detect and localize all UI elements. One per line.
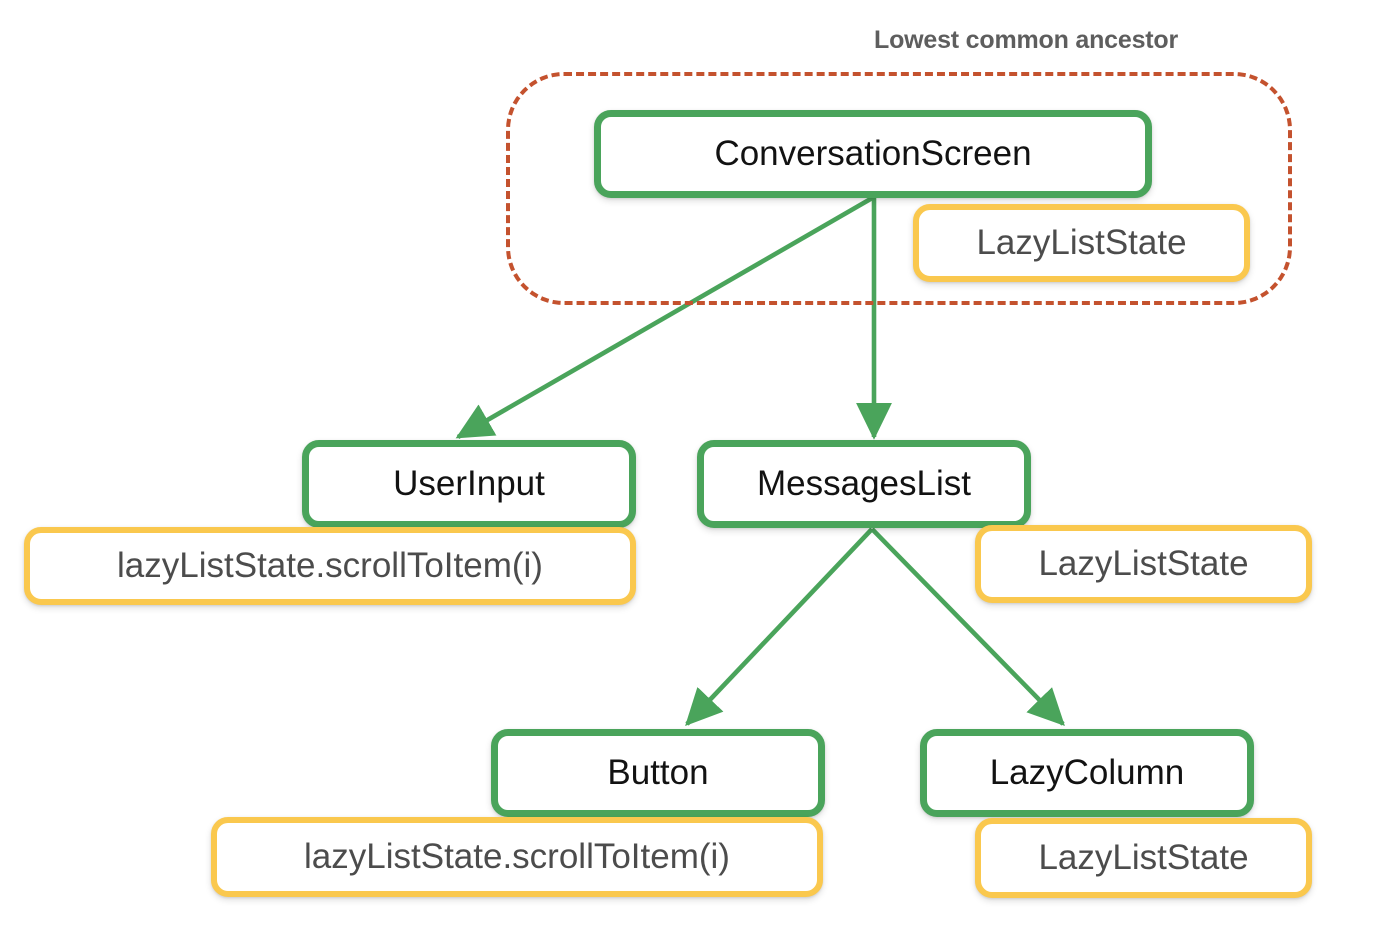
node-button-label: Button bbox=[607, 753, 709, 792]
node-messages-list-state-label: LazyListState bbox=[1038, 544, 1249, 583]
node-messages-list[interactable]: MessagesList bbox=[697, 440, 1031, 528]
node-conversation-screen-label: ConversationScreen bbox=[714, 134, 1032, 173]
node-messages-list-label: MessagesList bbox=[757, 464, 971, 503]
lowest-common-ancestor-label: Lowest common ancestor bbox=[874, 26, 1178, 54]
node-button-state[interactable]: lazyListState.scrollToItem(i) bbox=[211, 817, 823, 897]
edge-messageslist-button bbox=[685, 527, 874, 727]
node-conversation-screen[interactable]: ConversationScreen bbox=[594, 110, 1152, 198]
node-lazy-column-state-label: LazyListState bbox=[1038, 838, 1249, 877]
node-lazy-column-state[interactable]: LazyListState bbox=[975, 818, 1312, 898]
node-conversation-screen-state[interactable]: LazyListState bbox=[913, 204, 1250, 282]
node-user-input[interactable]: UserInput bbox=[302, 440, 636, 528]
node-button-state-label: lazyListState.scrollToItem(i) bbox=[304, 837, 730, 876]
node-conversation-screen-state-label: LazyListState bbox=[976, 223, 1187, 262]
lowest-common-ancestor-outline bbox=[506, 72, 1292, 305]
node-lazy-column-label: LazyColumn bbox=[989, 753, 1185, 792]
node-lazy-column[interactable]: LazyColumn bbox=[920, 729, 1254, 817]
node-button[interactable]: Button bbox=[491, 729, 825, 817]
node-user-input-state[interactable]: lazyListState.scrollToItem(i) bbox=[24, 527, 636, 605]
node-user-input-state-label: lazyListState.scrollToItem(i) bbox=[117, 546, 543, 585]
node-messages-list-state[interactable]: LazyListState bbox=[975, 525, 1312, 603]
node-user-input-label: UserInput bbox=[393, 464, 545, 503]
